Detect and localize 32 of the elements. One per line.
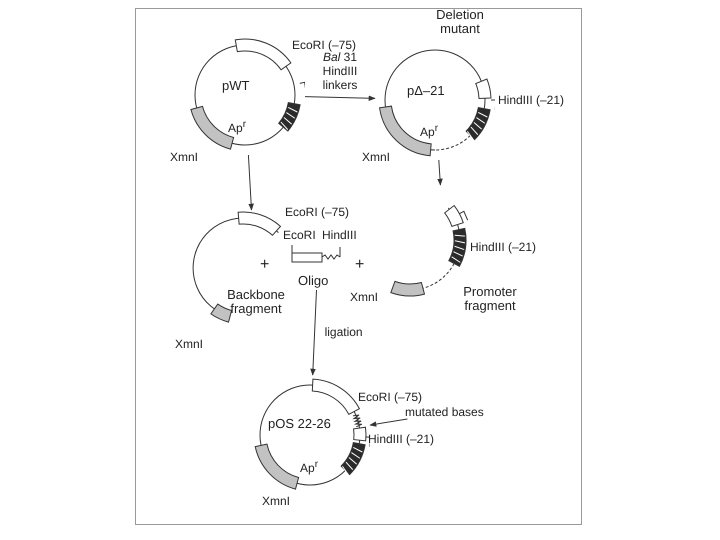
arrow (369, 418, 408, 427)
plus-sign: + (355, 258, 364, 272)
site-label: Ap$^{r}$ (420, 122, 438, 139)
site-label: XmnI (362, 150, 390, 164)
oligo-label: Oligo (298, 274, 328, 288)
site-label: EcoRI (–75) (358, 390, 422, 404)
arrow (437, 160, 443, 186)
site-label: XmnI (262, 494, 290, 508)
plasmid-name: pOS 22-26 (268, 417, 331, 431)
arrow (248, 154, 254, 211)
plasmid-name: pWT (222, 79, 250, 93)
site-label: EcoRI (–75) (292, 38, 356, 52)
site-label: Ap$^{r}$ (228, 118, 246, 135)
plus-sign: + (260, 258, 270, 272)
site-label: XmnI (350, 290, 378, 304)
plasmid-name: pΔ–21 (407, 84, 445, 98)
annotation-text: mutated bases (405, 405, 495, 419)
site-label: Ap$^{r}$ (300, 458, 318, 475)
site-label: HindIII (322, 228, 357, 242)
arrow (310, 290, 317, 376)
site-label: HindIII (–21) (368, 432, 434, 446)
site-label: EcoRI (–75) (285, 205, 350, 219)
arrow (304, 95, 376, 102)
site-label: XmnI (175, 337, 204, 351)
site-label: EcoRI (283, 228, 316, 242)
fragment-name: Promoter fragment (462, 285, 518, 313)
site-label: XmnI (170, 150, 198, 164)
fragment-name: Backbone fragment (226, 288, 286, 316)
node-caption: Deletion mutant (435, 8, 485, 36)
edge-label: ligation (324, 324, 364, 338)
site-label: HindIII (–21) (470, 240, 536, 254)
site-label: HindIII (–21) (498, 93, 564, 107)
